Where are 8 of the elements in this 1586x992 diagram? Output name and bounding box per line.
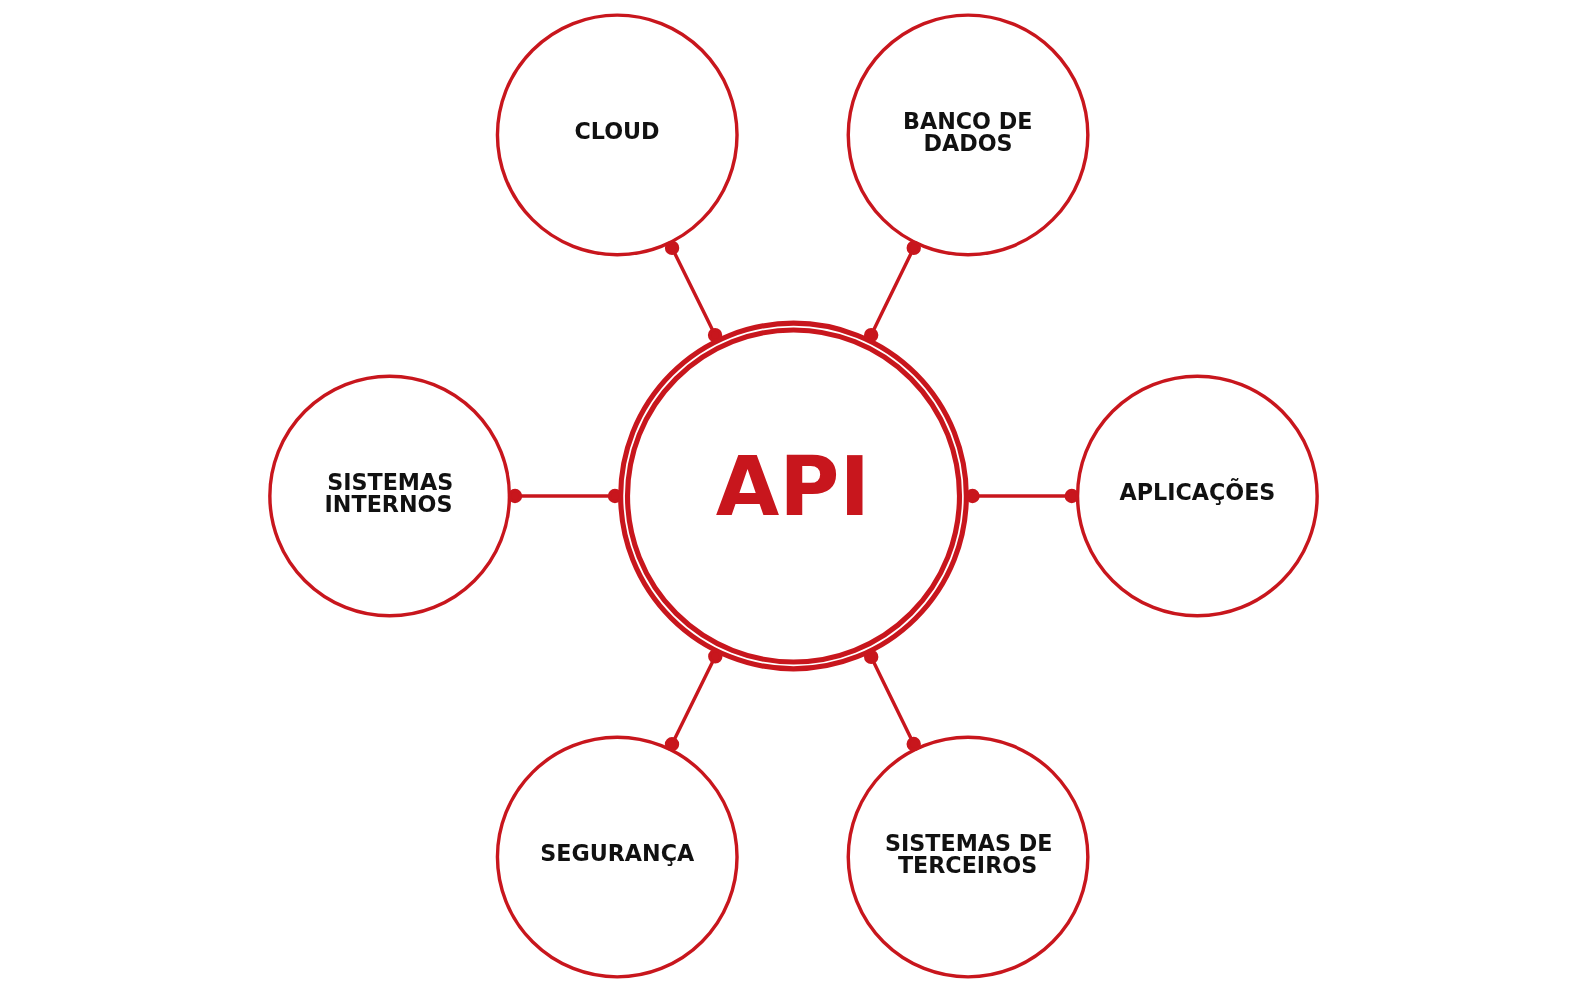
node-circle: SISTEMAS INTERNOS [267,374,511,618]
connector [863,649,921,752]
node-circle: APLICAÇÕES [1075,374,1319,618]
connector [664,649,722,752]
connector [863,240,921,343]
connector [507,488,622,504]
connector [664,240,722,343]
node-circle: API [617,320,969,672]
